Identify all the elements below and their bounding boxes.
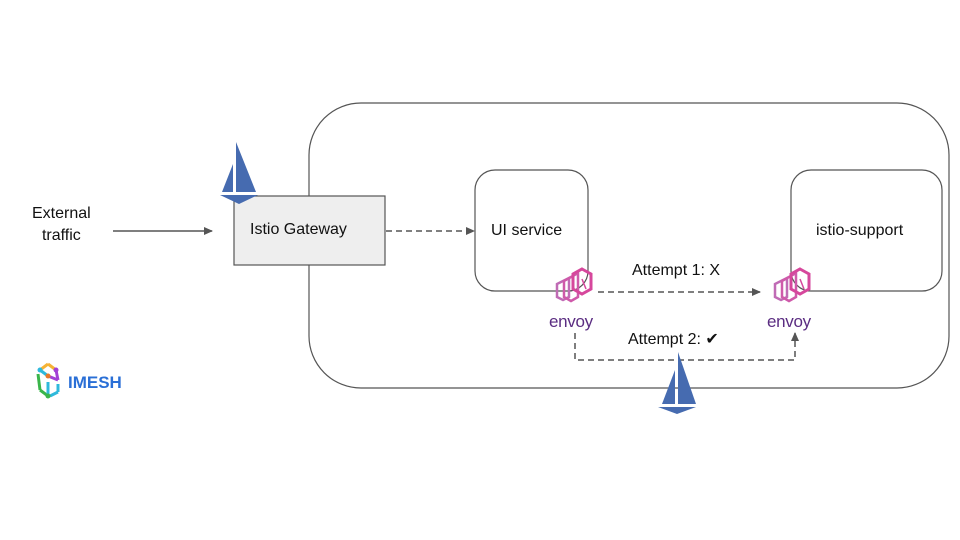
- istio-support-label: istio-support: [816, 222, 904, 239]
- istio-support-box: [790, 169, 943, 292]
- envoy-right-label: envoy: [767, 312, 811, 331]
- ui-service-box: [474, 169, 589, 292]
- attempt1-label: Attempt 1: X: [632, 262, 721, 279]
- istio-sail-icon: [220, 142, 258, 204]
- envoy-hexagon-icon: [555, 267, 593, 303]
- istio-gateway-box: [233, 195, 386, 266]
- imesh-logo-text: IMESH: [68, 373, 122, 392]
- external-traffic-line2: traffic: [41, 227, 81, 244]
- imesh-cube-icon: [36, 362, 60, 399]
- attempt2-label: Attempt 2: ✔: [628, 331, 719, 348]
- ui-service-label: UI service: [491, 222, 563, 239]
- istio-gateway-label: Istio Gateway: [250, 221, 347, 238]
- envoy-left-label: envoy: [549, 312, 593, 331]
- attempt2-arrow: [574, 332, 799, 361]
- istio-sail-icon: [658, 352, 696, 414]
- external-traffic-line1: External: [32, 205, 91, 222]
- envoy-hexagon-icon: [773, 267, 811, 303]
- external-traffic-label: External traffic: [32, 203, 91, 247]
